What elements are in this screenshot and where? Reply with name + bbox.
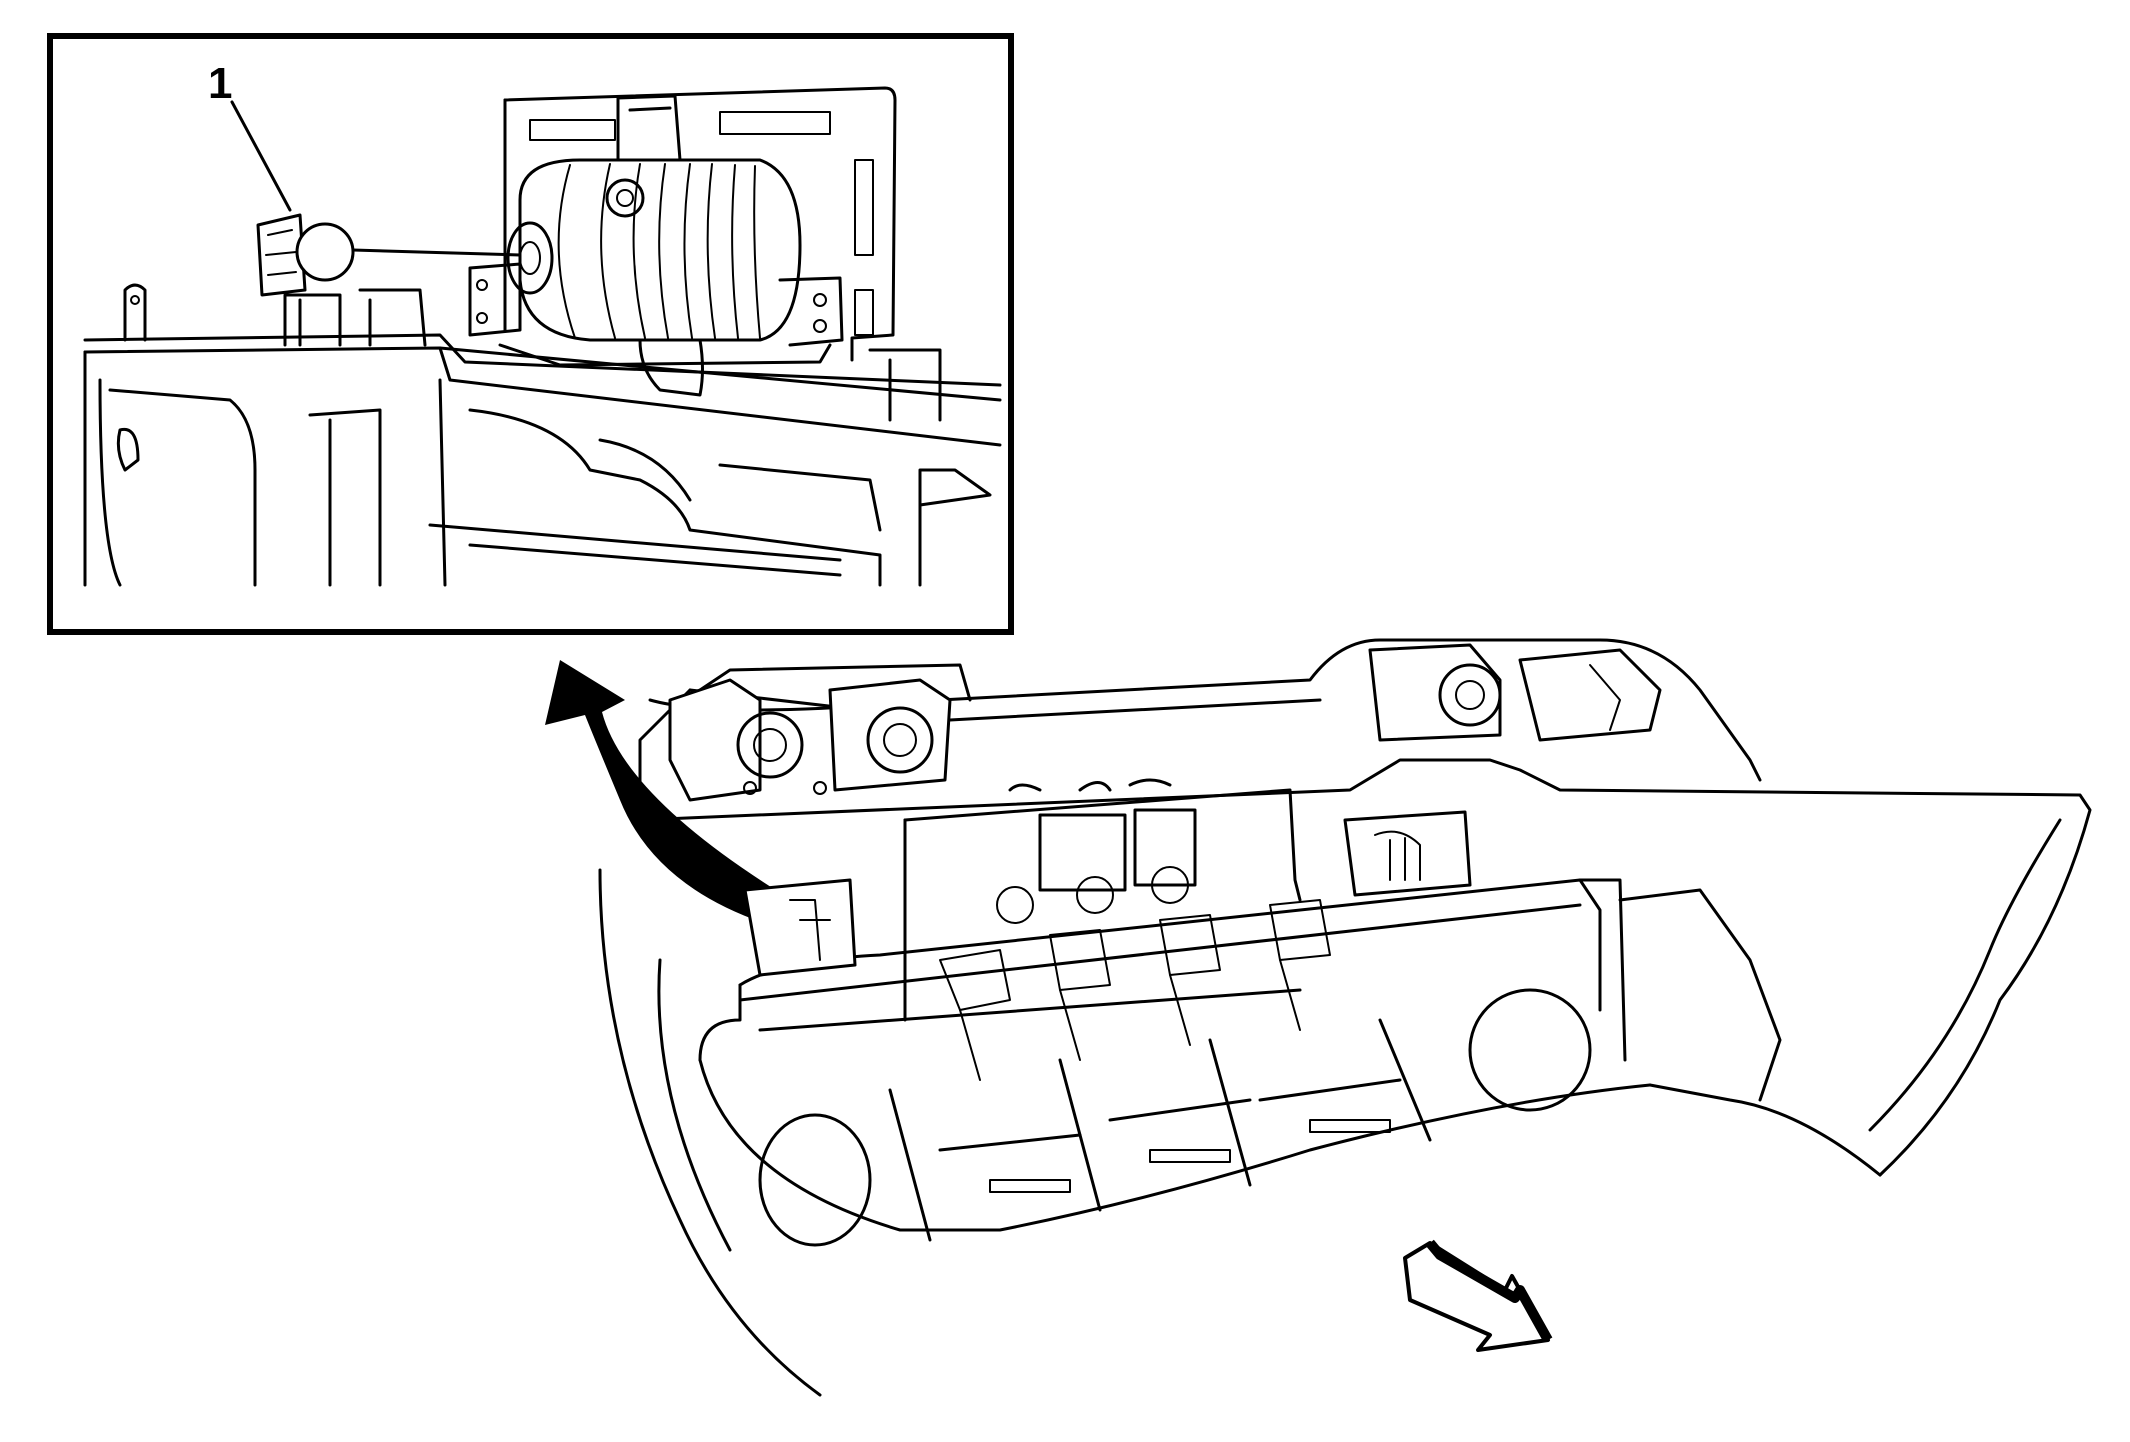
- mid-brackets: [939, 866, 1331, 1081]
- callout-1-leader: [230, 100, 292, 212]
- callout-1-label: 1: [208, 59, 232, 108]
- right-fog-opening: [1468, 988, 1592, 1112]
- view-direction-arrow-icon: [1403, 1239, 1553, 1352]
- inset-drawing: [83, 86, 1002, 587]
- detail-inset: 1: [47, 33, 1014, 635]
- left-lamp-assembly: [668, 678, 952, 802]
- bumper-main-view: [598, 638, 2092, 1397]
- bulb-socket: [256, 213, 522, 297]
- callout-1: 1: [208, 59, 292, 212]
- right-lamp-assembly: [1368, 643, 1662, 742]
- left-fog-opening: [758, 1113, 872, 1247]
